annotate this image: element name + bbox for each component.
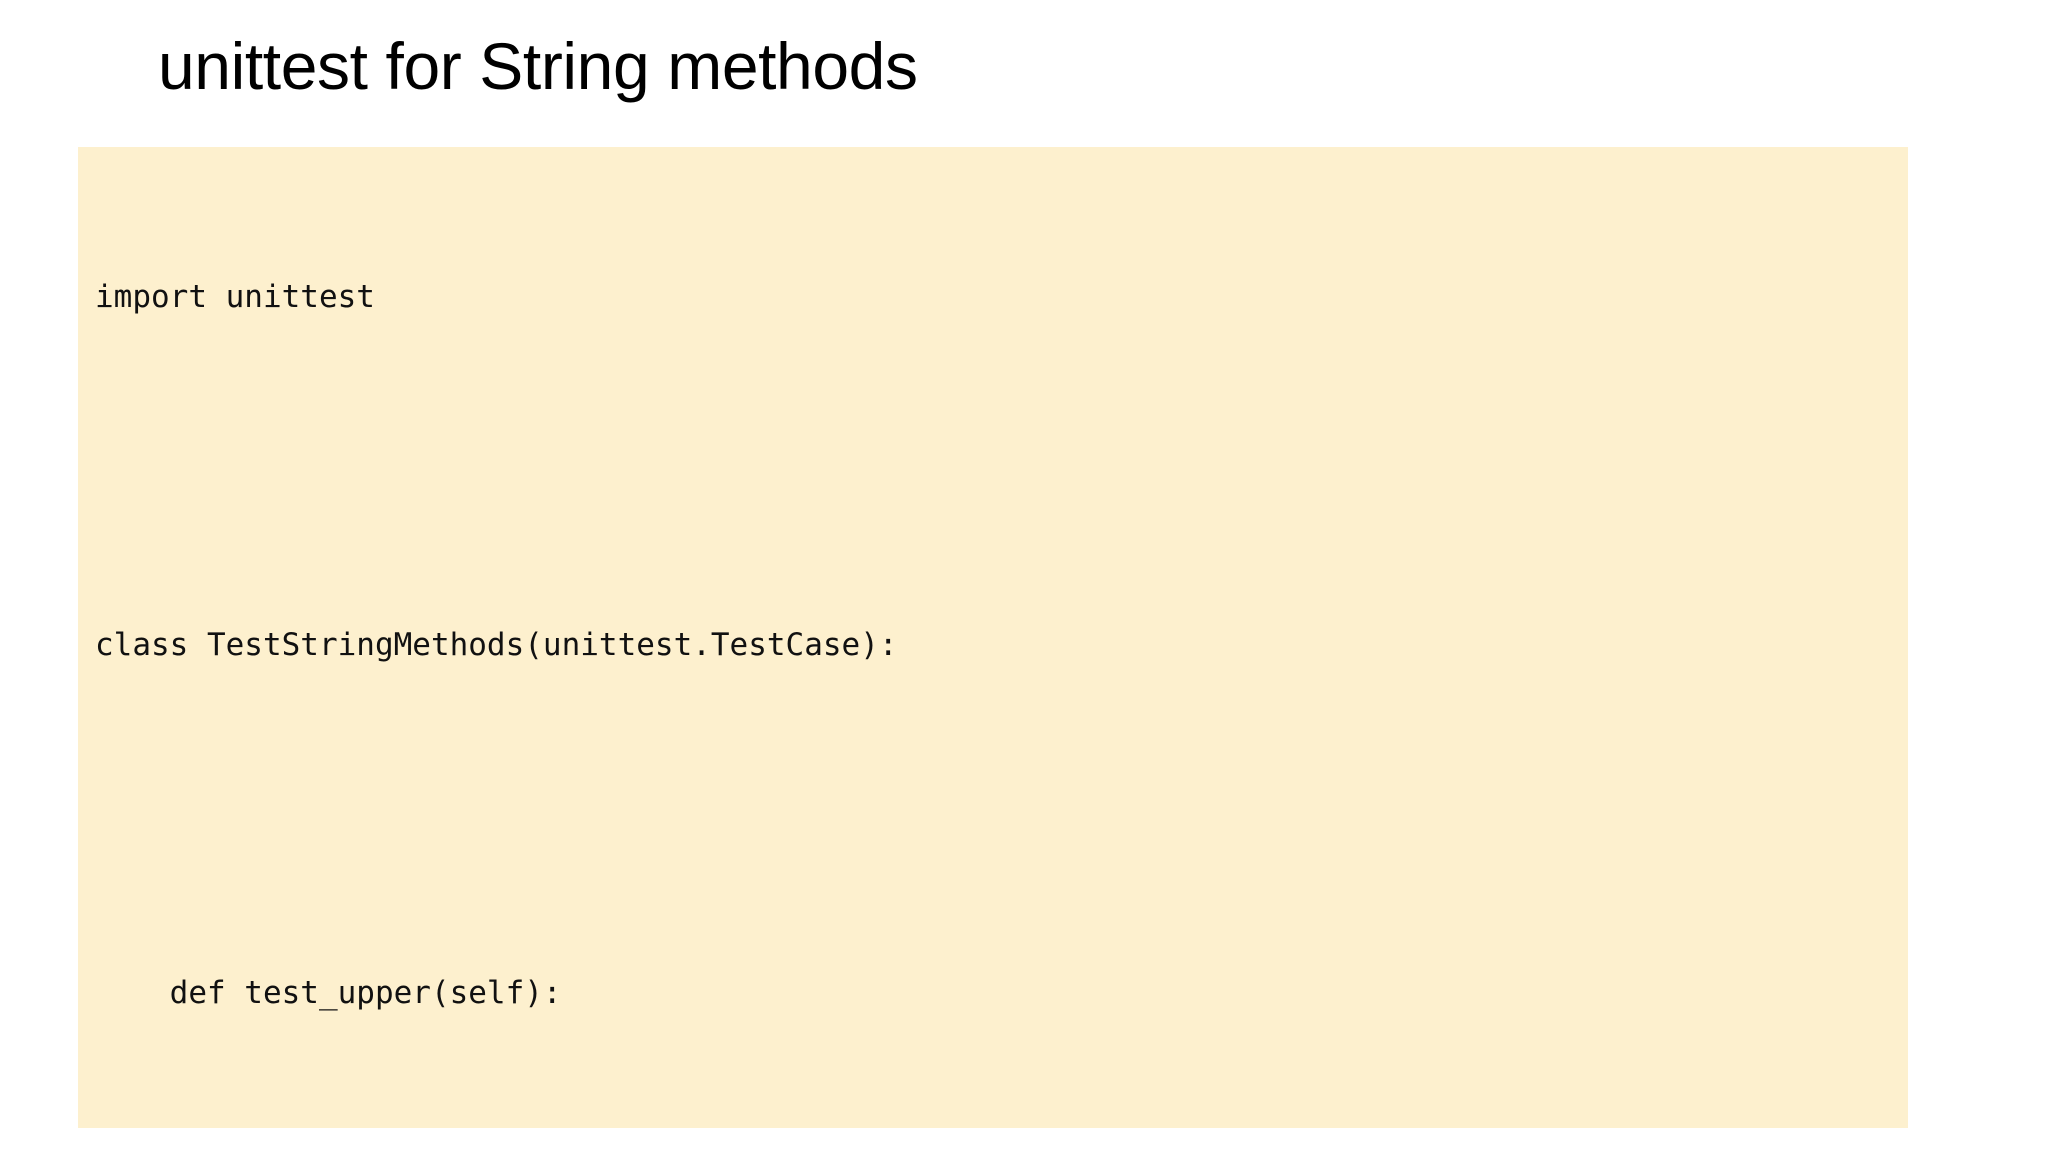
code-line: class TestStringMethods(unittest.TestCas… [95, 627, 898, 663]
code-block: import unittest class TestStringMethods(… [78, 147, 1908, 1128]
code-line [95, 442, 1908, 500]
code-line [95, 790, 1908, 848]
code-lines-container: import unittest class TestStringMethods(… [95, 152, 1908, 1128]
code-line: def test_upper(self): [95, 975, 562, 1011]
page-title: unittest for String methods [158, 29, 918, 103]
code-line: import unittest [95, 279, 375, 315]
